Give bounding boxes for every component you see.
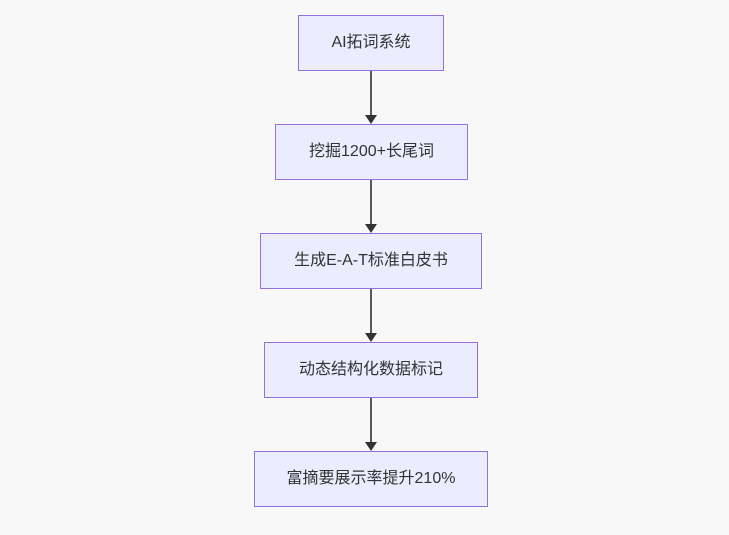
arrowhead-icon bbox=[365, 224, 377, 233]
flowchart-node-longtail-keywords: 挖掘1200+长尾词 bbox=[275, 124, 468, 180]
arrowhead-icon bbox=[365, 115, 377, 124]
arrow-down-icon bbox=[365, 289, 377, 342]
arrowhead-icon bbox=[365, 442, 377, 451]
arrow-down-icon bbox=[365, 398, 377, 451]
arrowhead-icon bbox=[365, 333, 377, 342]
flowchart-node-eat-whitepaper: 生成E-A-T标准白皮书 bbox=[260, 233, 482, 289]
arrow-down-icon bbox=[365, 180, 377, 233]
flowchart-node-structured-data-markup: 动态结构化数据标记 bbox=[264, 342, 478, 398]
arrow-line bbox=[370, 71, 372, 115]
flowchart-node-ai-word-system: AI拓词系统 bbox=[298, 15, 444, 71]
arrow-line bbox=[370, 180, 372, 224]
flowchart-node-rich-snippet-rate: 富摘要展示率提升210% bbox=[254, 451, 488, 507]
arrow-line bbox=[370, 289, 372, 333]
arrow-line bbox=[370, 398, 372, 442]
arrow-down-icon bbox=[365, 71, 377, 124]
